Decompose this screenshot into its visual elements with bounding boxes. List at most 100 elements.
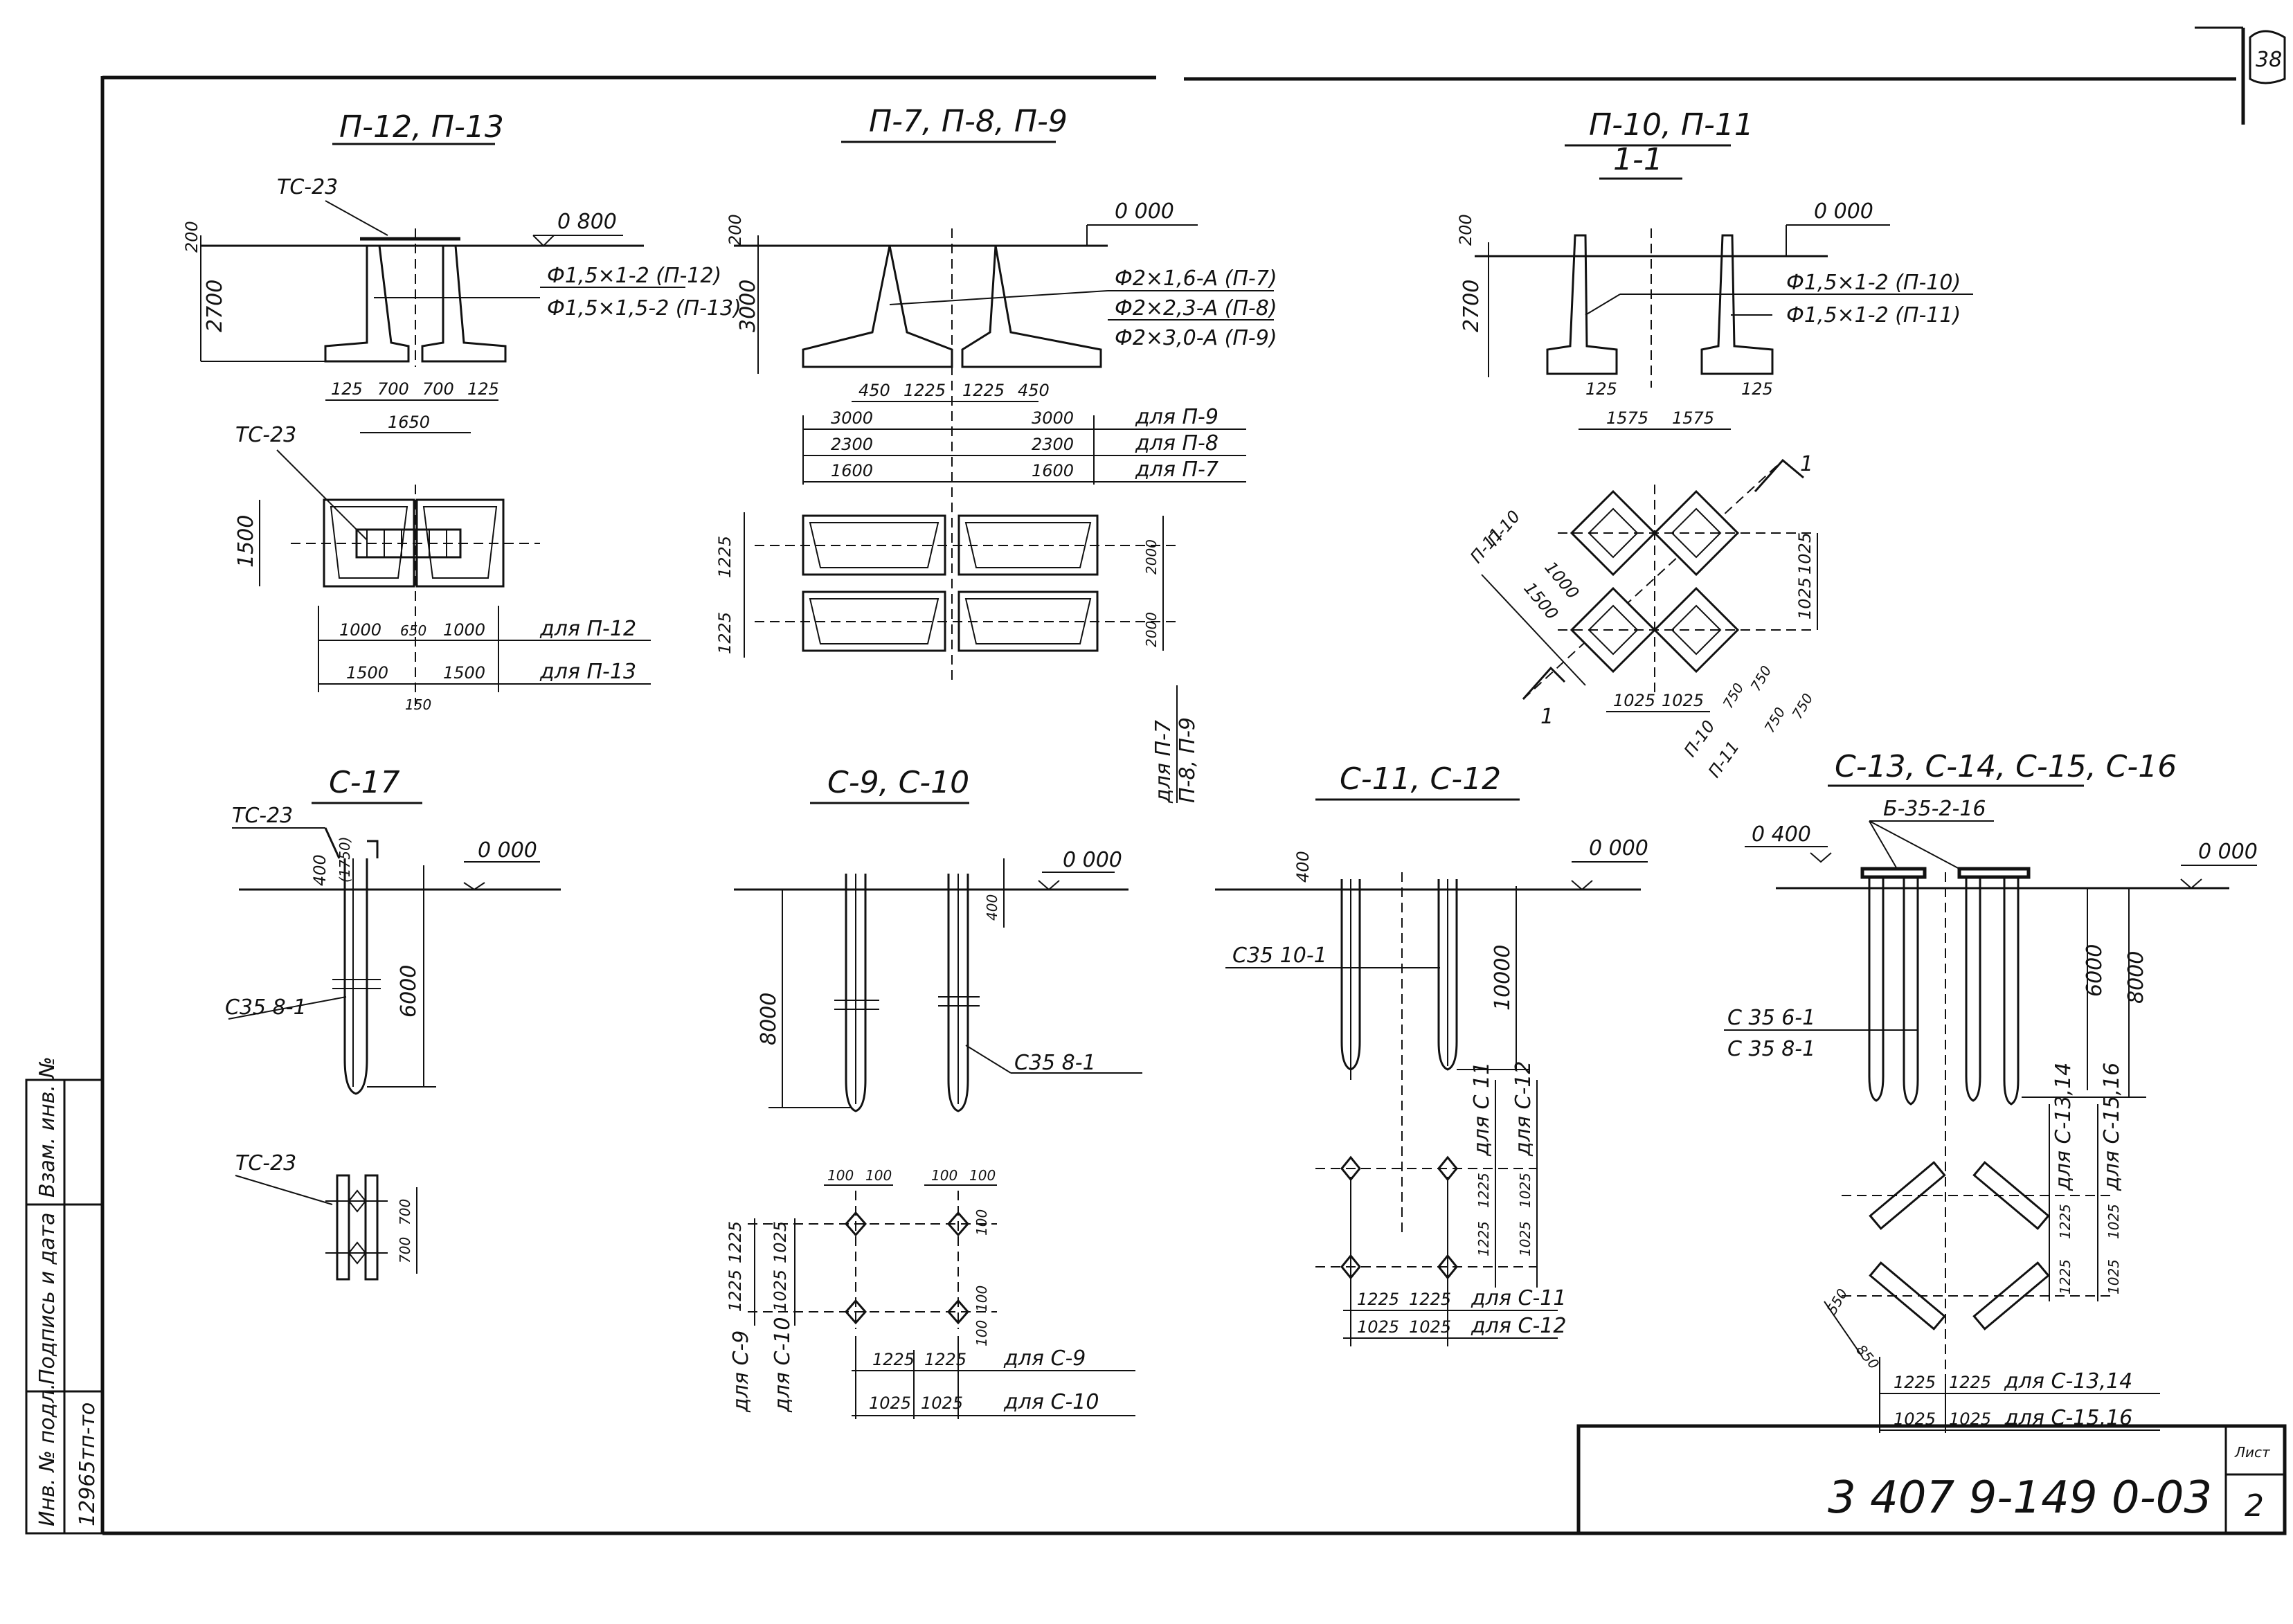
p7-row3-a: 1600 (831, 461, 873, 480)
p7-note2: Ф2×2,3-А (П-8) (1115, 296, 1277, 321)
title-block: 3 407 9-149 0-03 Лист 2 (1576, 1424, 2287, 1535)
p10-pl-750c: 750 (1761, 704, 1789, 735)
p12-r2-label: для П-13 (539, 660, 636, 684)
p7-b450b: 450 (1018, 381, 1050, 400)
p10-pl-r1025b: 1025 (1795, 577, 1815, 620)
p12-b125a: 125 (331, 379, 363, 399)
p7-vlabel1: для П-7 (1151, 720, 1176, 804)
p10-b1575b: 1575 (1672, 408, 1714, 428)
p10-section: 1-1 (1613, 142, 1663, 177)
c13-level-right: 0 000 (2198, 840, 2258, 864)
p7-r2000a: 2000 (1143, 539, 1160, 575)
c9-l1225b: 1225 (726, 1270, 745, 1312)
c13-plan-beams (1842, 1161, 2112, 1330)
p12-r1-c: 1000 (443, 620, 485, 640)
c9-r100a: 100 (973, 1209, 990, 1236)
c9-d400: 400 (984, 894, 1000, 921)
c9-d8000: 8000 (757, 993, 781, 1045)
p10-note2: Ф1,5×1-2 (П-11) (1786, 303, 1961, 327)
c9-r100b: 100 (973, 1285, 990, 1312)
p12-dim-2700: 2700 (203, 280, 227, 332)
c13-v1025b: 1025 (2105, 1259, 2122, 1294)
p12-r1-a: 1000 (339, 620, 381, 640)
p10-b125b: 125 (1741, 379, 1773, 399)
p10-pl-bp11: П-11 (1705, 737, 1743, 781)
p7-title: П-7, П-8, П-9 (869, 104, 1068, 139)
c11-d400: 400 (1293, 851, 1313, 883)
p12-d150: 150 (405, 696, 431, 713)
p12-dim-200: 200 (182, 221, 201, 253)
c11-row1-label: для С-11 (1471, 1286, 1566, 1310)
c13-row2-b: 1025 (1949, 1409, 1991, 1429)
c17-d1750: (1750) (336, 836, 353, 883)
c9-level: 0 000 (1063, 848, 1122, 872)
c9-title: С-9, С-10 (827, 765, 969, 800)
c9-vl2: для С-10 (771, 1317, 795, 1413)
c11-row2-label: для С-12 (1471, 1314, 1566, 1338)
stamp-inv-value: 12965тп-то (75, 1402, 100, 1526)
c9-row2-a: 1025 (869, 1393, 911, 1413)
c9-vl1: для С-9 (729, 1330, 753, 1413)
p7-row3-label: для П-7 (1135, 458, 1219, 482)
p10-pl-1025a: 1025 (1613, 691, 1655, 710)
c13-row2-label: для С-15,16 (2004, 1406, 2132, 1430)
p7-row3-b: 1600 (1032, 461, 1074, 480)
c11-v1225a: 1225 (1475, 1173, 1492, 1208)
c11-row1-b: 1225 (1409, 1290, 1451, 1309)
corner-sheet-number: 38 (2256, 48, 2282, 72)
c9-l1025a: 1025 (771, 1221, 790, 1263)
list-label: Лист (2234, 1444, 2271, 1461)
c17-d400: 400 (310, 854, 330, 886)
p10-dim-200: 200 (1456, 214, 1475, 246)
c17-tc: ТС-23 (232, 804, 293, 828)
p10-pl-r1025a: 1025 (1795, 532, 1815, 575)
c13-title: С-13, С-14, С-15, С-16 (1835, 749, 2177, 784)
group-c11-c12: С-11, С-12 0 000 400 10000 С35 10-1 для … (1215, 761, 1648, 1346)
c11-title: С-11, С-12 (1340, 761, 1501, 797)
p12-tc-label: ТС-23 (277, 175, 338, 199)
p10-dim-2700: 2700 (1459, 280, 1484, 332)
p7-b1225a: 1225 (903, 381, 946, 400)
c13-row2-a: 1025 (1894, 1409, 1936, 1429)
group-c9-c10: С-9, С-10 0 000 400 8000 С35 8-1 100 100… (726, 765, 1142, 1419)
p12-note1: Ф1,5×1-2 (П-12) (547, 264, 721, 288)
c9-t100c: 100 (931, 1167, 957, 1184)
c9-row2-label: для С-10 (1003, 1390, 1099, 1414)
p12-note2: Ф1,5×1,5-2 (П-13) (547, 296, 741, 321)
group-p12-p13: П-12, П-13 ТС-23 0 800 200 2700 Ф1,5×1-2… (182, 109, 741, 713)
c11-v1225b: 1225 (1475, 1221, 1492, 1256)
p10-title: П-10, П-11 (1589, 107, 1754, 143)
c9-t100b: 100 (865, 1167, 892, 1184)
c17-level: 0 000 (478, 838, 537, 863)
p7-b450a: 450 (858, 381, 890, 400)
p7-row2-a: 2300 (831, 435, 873, 454)
c11-row2-a: 1025 (1357, 1317, 1399, 1337)
p12-level: 0 800 (557, 210, 617, 234)
p7-note1: Ф2×1,6-А (П-7) (1115, 267, 1277, 291)
p10-pl-750a: 750 (1720, 680, 1747, 711)
p10-level: 0 000 (1814, 199, 1873, 224)
stamp-inv-label: Инв. № подл. (35, 1383, 60, 1526)
c13-row1-a: 1225 (1894, 1373, 1936, 1392)
c17-d700a: 700 (397, 1199, 413, 1225)
p10-pl-bp10: П-10 (1680, 716, 1719, 760)
p7-dim-200: 200 (726, 214, 745, 246)
c11-v1025a: 1025 (1517, 1173, 1534, 1208)
c13-d6000: 6000 (2083, 944, 2107, 997)
c13-row1-b: 1225 (1949, 1373, 1991, 1392)
c13-v1: для С-13,14 (2051, 1063, 2076, 1191)
c11-v-c12: для С-12 (1511, 1061, 1536, 1157)
p7-l1225b: 1225 (715, 612, 735, 654)
p12-r1-b: 650 (400, 622, 426, 639)
p7-row1-b: 3000 (1032, 408, 1074, 428)
group-p10-p11: П-10, П-11 1-1 0 000 200 2700 Ф1,5×1-2 (… (1456, 107, 1973, 781)
c11-level: 0 000 (1589, 836, 1648, 860)
c9-t100d: 100 (969, 1167, 996, 1184)
p7-row2-b: 2300 (1032, 435, 1074, 454)
p7-note3: Ф2×3,0-А (П-9) (1115, 326, 1277, 350)
stamp-vzam-label: Взам. инв. № (35, 1056, 60, 1198)
p7-level: 0 000 (1115, 199, 1174, 224)
stamp-podpis-label: Подпись и дата (35, 1213, 60, 1385)
group-p7-p9: П-7, П-8, П-9 0 000 200 3000 Ф2×1,6-А (П… (715, 104, 1277, 804)
